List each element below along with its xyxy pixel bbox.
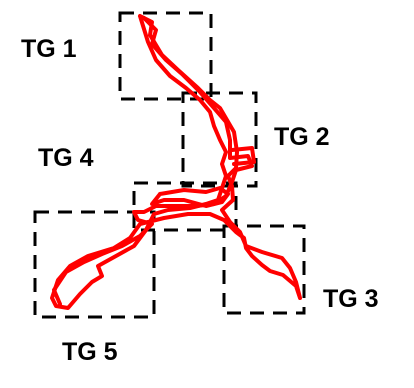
tg1-box bbox=[118, 11, 213, 101]
route-track-inner bbox=[52, 16, 254, 306]
tg2-box bbox=[181, 91, 258, 188]
tg2-label: TG 2 bbox=[274, 123, 330, 151]
route-tg4-branch bbox=[150, 186, 230, 208]
tg4-box bbox=[132, 181, 238, 232]
tg1-label: TG 1 bbox=[21, 35, 77, 63]
tg4-label: TG 4 bbox=[38, 144, 94, 172]
tg5-box bbox=[33, 210, 156, 319]
route-tg2-loop bbox=[230, 146, 256, 166]
tg3-label: TG 3 bbox=[323, 285, 379, 313]
tg3-box bbox=[222, 224, 306, 315]
tg5-label: TG 5 bbox=[62, 338, 118, 366]
